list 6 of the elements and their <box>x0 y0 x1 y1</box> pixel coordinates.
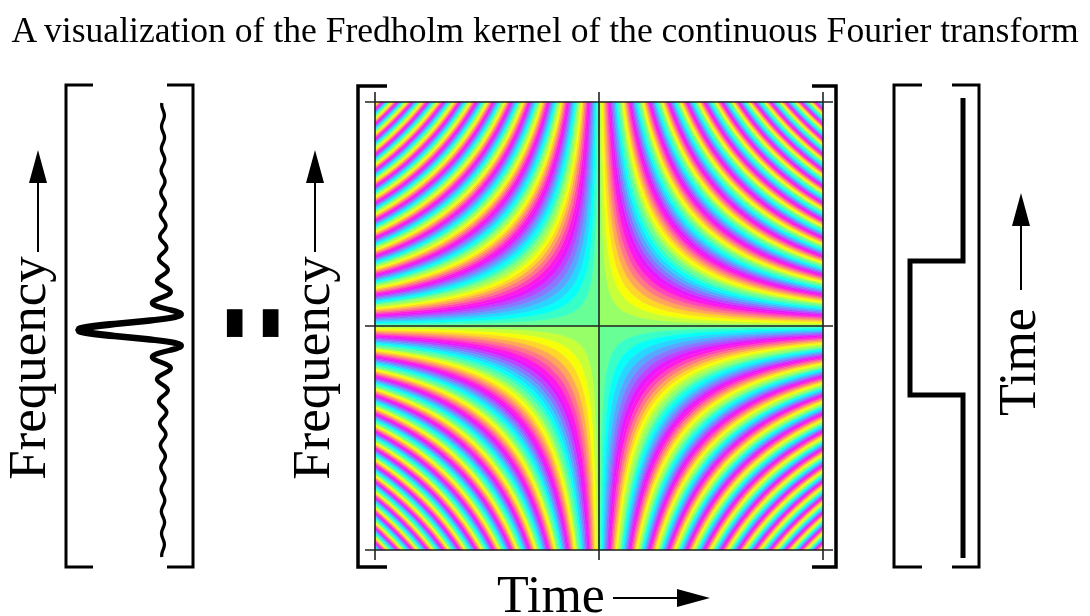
axis-label: Time <box>992 308 1044 416</box>
axis-label: Time <box>497 569 605 616</box>
axis-label: Frequency <box>0 256 54 480</box>
title: A visualization of the Fredholm kernel of the continuous Fourier transform <box>11 13 1079 49</box>
axis-label: Frequency <box>284 256 338 480</box>
equals-sign: = <box>224 306 282 340</box>
